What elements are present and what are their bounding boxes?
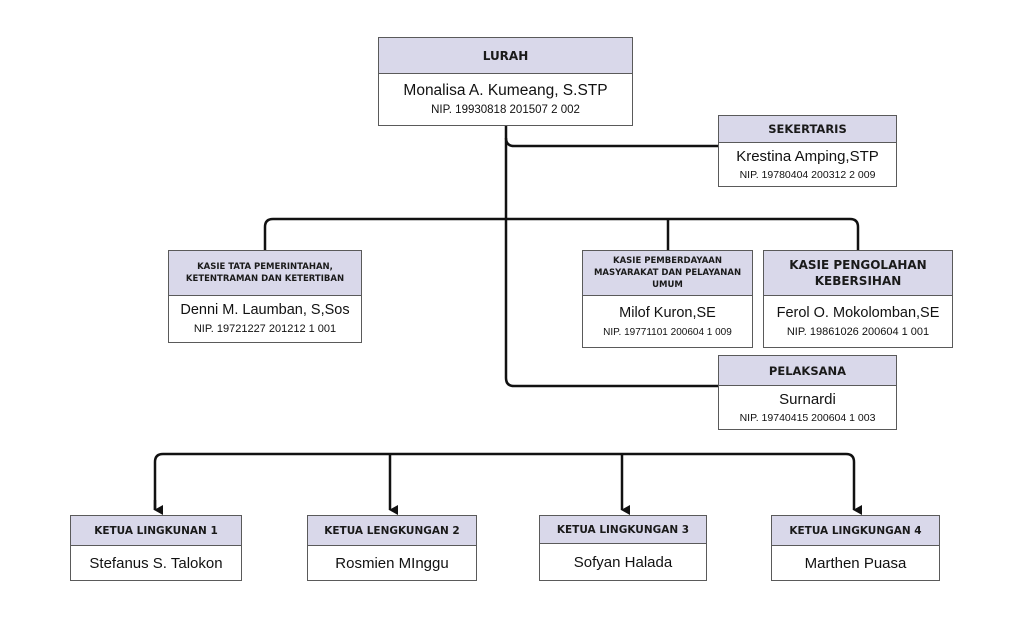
pelaksana-title: PELAKSANA	[719, 356, 896, 386]
kasie-pengolahan-name: Ferol O. Mokolomban,SE	[776, 304, 940, 321]
kasie-pemberdayaan-nip: NIP. 19771101 200604 1 009	[603, 326, 732, 338]
kasie-pemberdayaan-box: KASIE PEMBERDAYAAN MASYARAKAT DAN PELAYA…	[582, 250, 753, 348]
sekertaris-name: Krestina Amping,STP	[736, 147, 879, 165]
sekertaris-box: SEKERTARIS Krestina Amping,STP NIP. 1978…	[718, 115, 897, 187]
ketua-bus-line	[153, 452, 862, 515]
pelaksana-box: PELAKSANA Surnardi NIP. 19740415 200604 …	[718, 355, 897, 430]
kasie-bus-line	[263, 217, 860, 250]
kasie-pengolahan-title: KASIE PENGOLAHAN KEBERSIHAN	[764, 251, 952, 296]
kasie-pemberdayaan-title: KASIE PEMBERDAYAAN MASYARAKAT DAN PELAYA…	[583, 251, 752, 296]
ketua-2-title: KETUA LENGKUNGAN 2	[308, 516, 476, 546]
kasie-tata-box: KASIE TATA PEMERINTAHAN, KETENTRAMAN DAN…	[168, 250, 362, 343]
sekertaris-title: SEKERTARIS	[719, 116, 896, 143]
kasie-tata-name: Denni M. Laumban, S,Sos	[180, 302, 350, 318]
pelaksana-name: Surnardi	[779, 390, 836, 408]
ketua-2-box: KETUA LENGKUNGAN 2 Rosmien MInggu	[307, 515, 477, 581]
lurah-title: LURAH	[379, 38, 632, 74]
ketua-1-title: KETUA LINGKUNAN 1	[71, 516, 241, 546]
ketua-3-box: KETUA LINGKUNGAN 3 Sofyan Halada	[539, 515, 707, 581]
kasie-tata-nip: NIP. 19721227 201212 1 001	[193, 323, 337, 335]
trunk-line	[504, 126, 718, 388]
ketua-2-name: Rosmien MInggu	[335, 554, 449, 572]
kasie-pengolahan-nip: NIP. 19861026 200604 1 001	[786, 325, 930, 338]
lurah-box: LURAH Monalisa A. Kumeang, S.STP NIP. 19…	[378, 37, 633, 126]
ketua-3-title: KETUA LINGKUNGAN 3	[540, 516, 706, 544]
lurah-name: Monalisa A. Kumeang, S.STP	[403, 82, 608, 99]
pelaksana-nip: NIP. 19740415 200604 1 003	[739, 411, 876, 424]
ketua-1-name: Stefanus S. Talokon	[89, 554, 223, 572]
ketua-4-name: Marthen Puasa	[804, 554, 907, 572]
ketua-4-box: KETUA LINGKUNGAN 4 Marthen Puasa	[771, 515, 940, 581]
ketua-4-title: KETUA LINGKUNGAN 4	[772, 516, 939, 546]
sekertaris-nip: NIP. 19780404 200312 2 009	[739, 168, 876, 181]
kasie-pemberdayaan-name: Milof Kuron,SE	[619, 304, 716, 321]
ketua-3-name: Sofyan Halada	[573, 553, 673, 571]
kasie-pengolahan-box: KASIE PENGOLAHAN KEBERSIHAN Ferol O. Mok…	[763, 250, 953, 348]
sekertaris-connector	[504, 137, 718, 148]
kasie-tata-title: KASIE TATA PEMERINTAHAN, KETENTRAMAN DAN…	[169, 251, 361, 296]
lurah-nip: NIP. 19930818 201507 2 002	[431, 104, 580, 116]
ketua-1-box: KETUA LINGKUNAN 1 Stefanus S. Talokon	[70, 515, 242, 581]
